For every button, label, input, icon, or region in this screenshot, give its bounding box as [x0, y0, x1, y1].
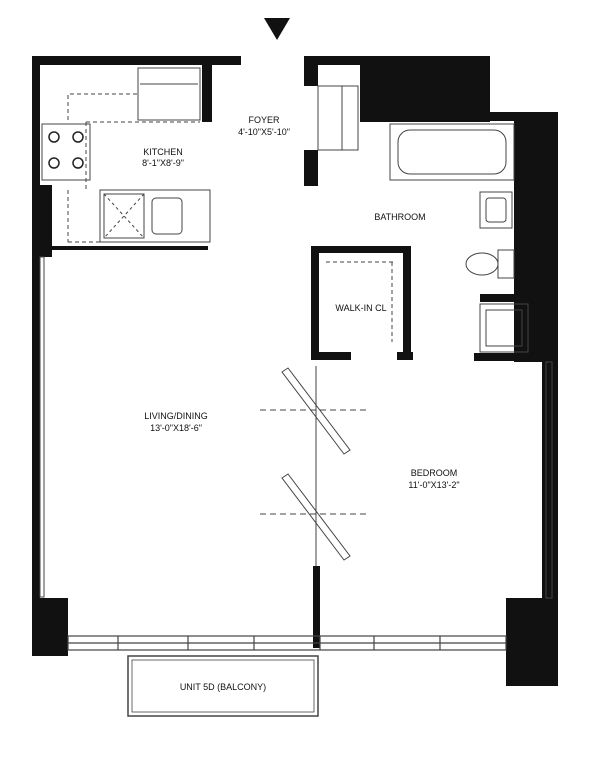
room-dims-bedroom: 11'-0"X13'-2" [408, 480, 459, 490]
interior-walls [40, 246, 548, 648]
room-labels: FOYER 4'-10"X5'-10" KITCHEN 8'-1"X8'-9" … [142, 115, 460, 490]
stove-burners [48, 131, 84, 169]
room-name-walk-in-closet: WALK-IN CL [335, 303, 386, 313]
entry-arrow-icon [264, 18, 290, 40]
room-dims-foyer: 4'-10"X5'-10" [238, 127, 290, 137]
room-name-kitchen: KITCHEN [143, 147, 183, 157]
room-name-living-dining: LIVING/DINING [144, 411, 208, 421]
room-dims-kitchen: 8'-1"X8'-9" [142, 158, 184, 168]
bathroom-fixtures [389, 123, 529, 353]
balcony [127, 655, 319, 717]
sliding-doors [260, 366, 366, 566]
balcony-label: UNIT 5D (BALCONY) [180, 682, 266, 692]
foyer-closet [317, 85, 359, 151]
room-name-bathroom: BATHROOM [374, 212, 425, 222]
exterior-walls [32, 56, 558, 686]
left-window [39, 256, 45, 598]
right-window [545, 361, 553, 599]
closet-shelves [326, 261, 396, 342]
window-wall [67, 635, 507, 651]
kitchen-fixtures [41, 67, 211, 243]
room-name-bedroom: BEDROOM [411, 468, 458, 478]
room-name-foyer: FOYER [248, 115, 280, 125]
room-dims-living-dining: 13'-0"X18'-6" [150, 423, 202, 433]
